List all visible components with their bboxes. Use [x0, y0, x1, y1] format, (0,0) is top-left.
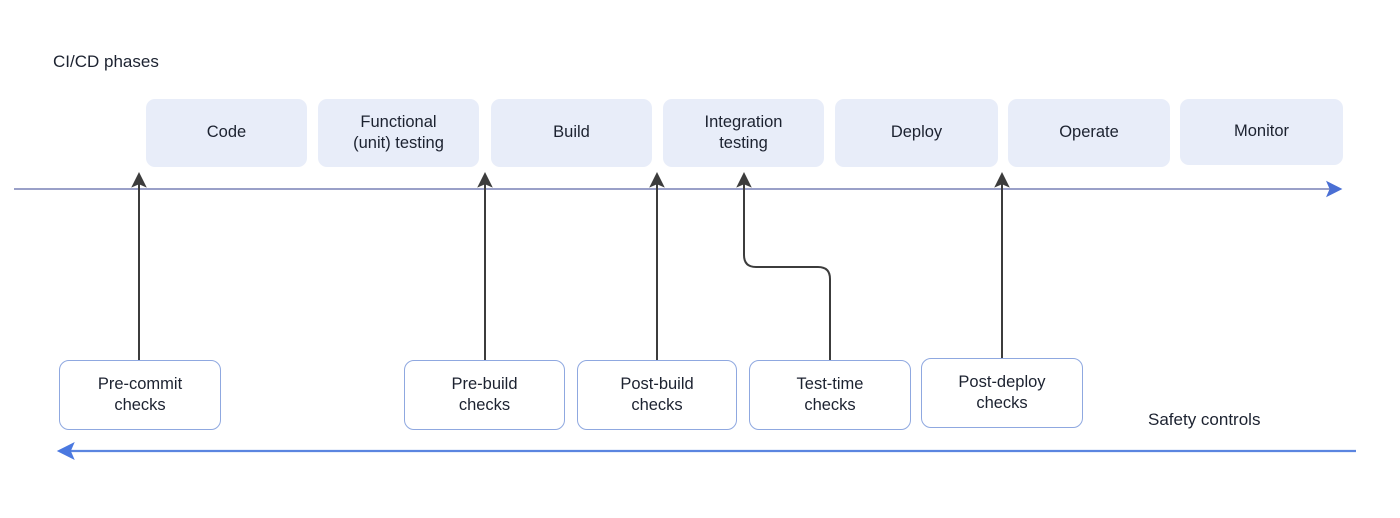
control-label-pre-commit-line1: Pre-commit: [97, 374, 183, 393]
phase-label-integration-line2: testing: [719, 134, 768, 152]
control-label-test-time-line2: checks: [804, 396, 856, 414]
control-box-post-build-checks[interactable]: Post-build checks: [577, 360, 737, 430]
connector-test-time-to-integration-testing: [736, 171, 831, 360]
phase-label-functional-line1: Functional: [360, 112, 437, 131]
control-label-post-build-line1: Post-build: [620, 374, 694, 393]
phase-label-integration-line1: Integration: [704, 112, 783, 131]
ci-cd-phases-label: CI/CD phases: [53, 52, 159, 71]
control-box-pre-commit-checks[interactable]: Pre-commit checks: [59, 360, 221, 430]
control-label-pre-build-line1: Pre-build: [451, 374, 518, 393]
phase-label-functional-line2: (unit) testing: [353, 134, 444, 152]
control-label-pre-build-line2: checks: [458, 396, 511, 414]
control-box-test-time-checks[interactable]: Test-time checks: [749, 360, 911, 430]
phase-box-code[interactable]: Code: [146, 99, 307, 167]
phase-label-monitor: Monitor: [1233, 122, 1290, 141]
phase-box-build[interactable]: Build: [491, 99, 652, 167]
control-box-pre-build-checks[interactable]: Pre-build checks: [404, 360, 565, 430]
phase-label-build: Build: [553, 123, 590, 142]
safety-controls-label: Safety controls: [1148, 410, 1261, 429]
control-label-post-build-line2: checks: [631, 396, 683, 414]
phase-box-operate[interactable]: Operate: [1008, 99, 1170, 167]
phase-box-monitor[interactable]: Monitor: [1180, 99, 1343, 165]
control-box-post-deploy-checks[interactable]: Post-deploy checks: [921, 358, 1083, 428]
phase-box-deploy[interactable]: Deploy: [835, 99, 998, 167]
phase-box-functional-unit-testing[interactable]: Functional (unit) testing: [318, 99, 479, 167]
control-label-post-deploy-line2: checks: [976, 394, 1028, 412]
control-label-pre-commit-line2: checks: [114, 396, 166, 414]
phase-label-code: Code: [206, 123, 247, 142]
phase-label-deploy: Deploy: [890, 123, 943, 142]
phase-box-integration-testing[interactable]: Integration testing: [663, 99, 824, 167]
control-label-test-time-line1: Test-time: [796, 374, 864, 393]
phase-label-operate: Operate: [1059, 123, 1119, 142]
control-label-post-deploy-line1: Post-deploy: [958, 372, 1046, 391]
